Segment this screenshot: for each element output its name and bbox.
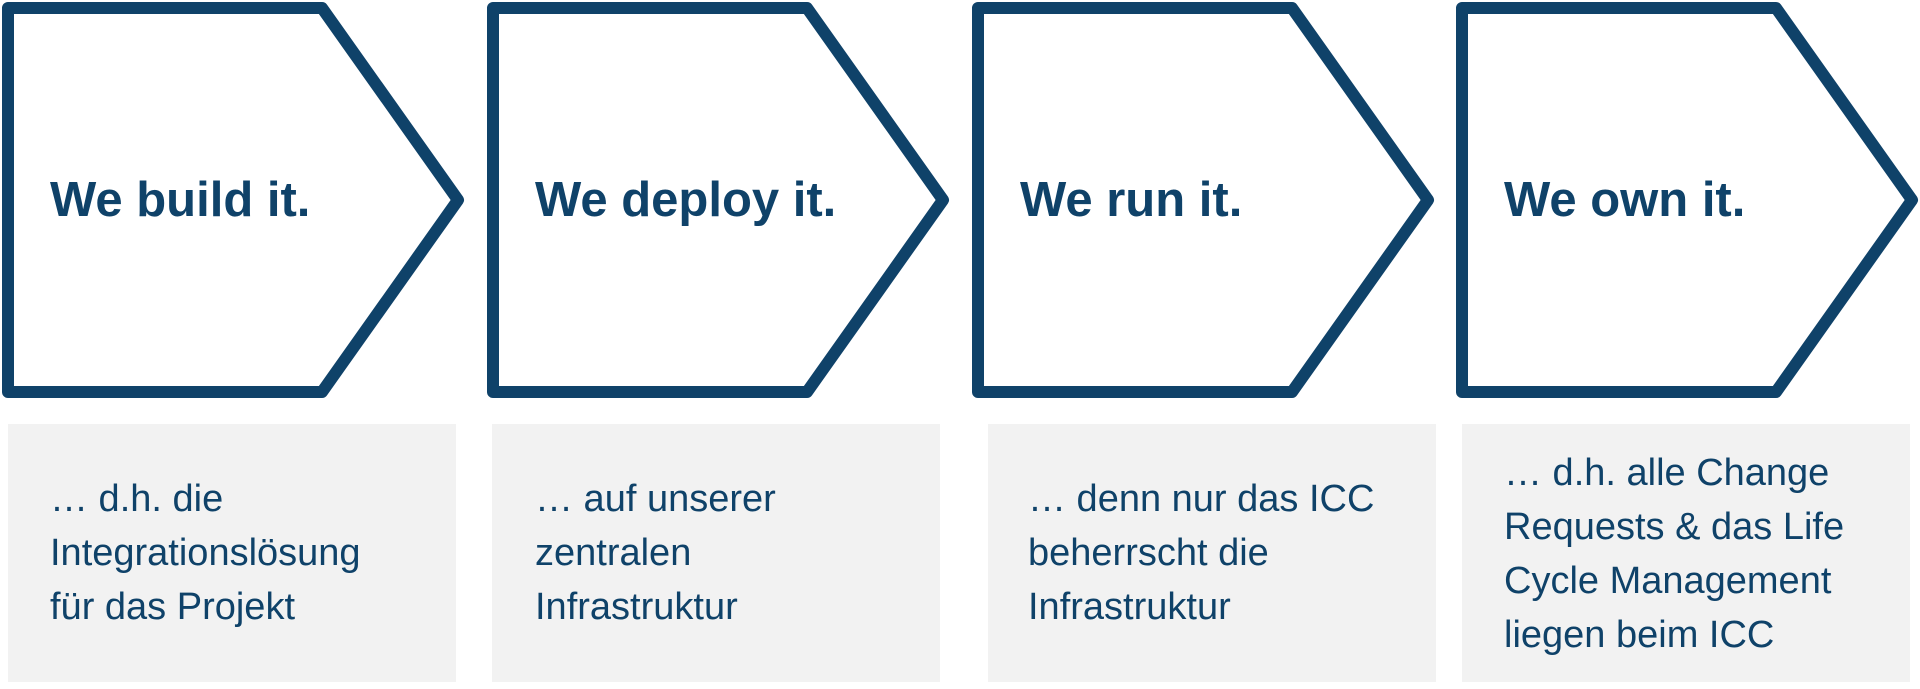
description-line: … denn nur das ICC — [1028, 478, 1375, 520]
description-line: zentralen — [535, 532, 692, 574]
step-title: We run it. — [1020, 173, 1243, 227]
step-description: … d.h. alle Change Requests & das Life C… — [1504, 446, 1844, 662]
description-line: beherrscht die — [1028, 532, 1269, 574]
step-description-box: … d.h. die Integrationslösung für das Pr… — [8, 424, 456, 682]
chevron-arrow-shape — [1456, 2, 1918, 398]
description-line: … auf unserer — [535, 478, 776, 520]
chevron-arrow-shape — [487, 2, 949, 398]
step-description-box: … d.h. alle Change Requests & das Life C… — [1462, 424, 1910, 682]
description-line: … d.h. alle Change — [1504, 452, 1830, 494]
step-title: We build it. — [50, 173, 311, 227]
description-line: … d.h. die — [50, 478, 224, 520]
step-description: … denn nur das ICC beherrscht die Infras… — [1028, 472, 1374, 634]
chevron-arrow-shape — [2, 2, 464, 398]
step-title: We deploy it. — [535, 173, 837, 227]
description-line: Integrationslösung — [50, 532, 361, 574]
description-line: Requests & das Life — [1504, 506, 1845, 548]
step-description-box: … denn nur das ICC beherrscht die Infras… — [988, 424, 1436, 682]
step-title: We own it. — [1504, 173, 1746, 227]
chevron-arrow-shape — [972, 2, 1434, 398]
process-step-build: We build it. … d.h. die Integrationslösu… — [0, 0, 470, 689]
step-description: … auf unserer zentralen Infrastruktur — [535, 472, 776, 634]
step-description: … d.h. die Integrationslösung für das Pr… — [50, 472, 361, 634]
step-description-box: … auf unserer zentralen Infrastruktur — [492, 424, 940, 682]
process-step-deploy: We deploy it. … auf unserer zentralen In… — [485, 0, 955, 689]
description-line: Infrastruktur — [535, 586, 738, 628]
description-line: Cycle Management — [1504, 560, 1832, 602]
description-line: für das Projekt — [50, 586, 295, 628]
process-step-own: We own it. … d.h. alle Change Requests &… — [1454, 0, 1920, 689]
description-line: Infrastruktur — [1028, 586, 1231, 628]
process-step-run: We run it. … denn nur das ICC beherrscht… — [970, 0, 1440, 689]
description-line: liegen beim ICC — [1504, 614, 1775, 656]
